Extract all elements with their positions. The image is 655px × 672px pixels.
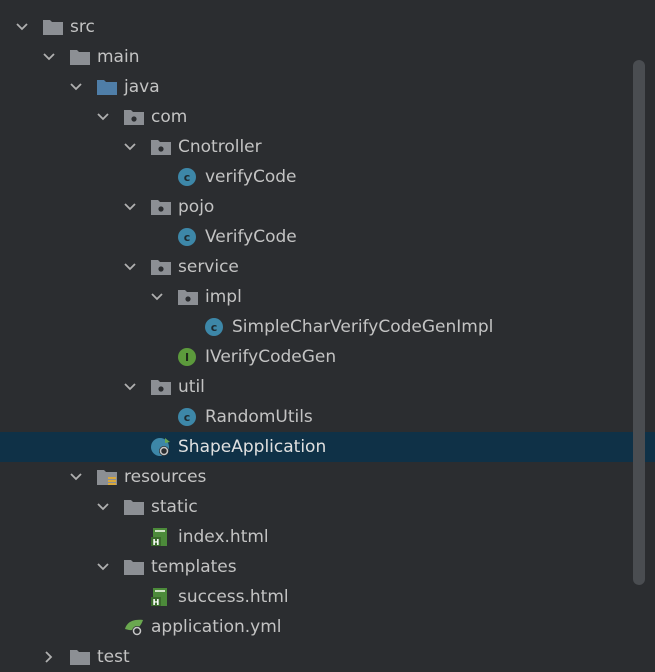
tree-node-label: util: [178, 377, 205, 397]
tree-node-label: java: [124, 77, 160, 97]
tree-node-pojo[interactable]: pojo: [0, 192, 655, 222]
tree-node-verifycode[interactable]: c VerifyCode: [0, 222, 655, 252]
resources-folder-icon: [96, 467, 118, 487]
class-icon: c: [177, 227, 199, 247]
tree-node-shapeapplication[interactable]: ShapeApplication: [0, 432, 655, 462]
chevron-right-icon[interactable]: [41, 649, 57, 665]
spring-config-icon: [123, 617, 145, 637]
tree-node-test[interactable]: test: [0, 642, 655, 672]
chevron-down-icon[interactable]: [122, 379, 138, 395]
svg-text:c: c: [184, 231, 191, 244]
chevron-down-icon[interactable]: [95, 559, 111, 575]
chevron-down-icon[interactable]: [122, 199, 138, 215]
tree-node-label: success.html: [178, 587, 289, 607]
package-icon: [123, 107, 145, 127]
tree-node-java[interactable]: java: [0, 72, 655, 102]
tree-node-impl[interactable]: impl: [0, 282, 655, 312]
svg-text:c: c: [211, 321, 218, 334]
tree-node-verifycode[interactable]: c verifyCode: [0, 162, 655, 192]
tree-node-static[interactable]: static: [0, 492, 655, 522]
folder-icon: [42, 17, 64, 37]
package-icon: [177, 287, 199, 307]
tree-node-application-yml[interactable]: application.yml: [0, 612, 655, 642]
chevron-down-icon[interactable]: [41, 49, 57, 65]
tree-node-label: verifyCode: [205, 167, 297, 187]
tree-node-label: com: [151, 107, 188, 127]
chevron-down-icon[interactable]: [68, 469, 84, 485]
tree-node-label: service: [178, 257, 239, 277]
tree-node-label: IVerifyCodeGen: [205, 347, 337, 367]
tree-node-com[interactable]: com: [0, 102, 655, 132]
tree-node-service[interactable]: service: [0, 252, 655, 282]
scrollbar-thumb[interactable]: [633, 60, 645, 585]
spring-boot-class-icon: [150, 437, 172, 457]
source-folder-icon: [96, 77, 118, 97]
svg-text:H: H: [153, 538, 160, 547]
tree-node-simplecharverifycodegenimpl[interactable]: c SimpleCharVerifyCodeGenImpl: [0, 312, 655, 342]
chevron-down-icon[interactable]: [95, 499, 111, 515]
tree-node-label: src: [70, 17, 95, 37]
tree-node-label: static: [151, 497, 198, 517]
svg-text:I: I: [185, 351, 189, 364]
tree-node-randomutils[interactable]: c RandomUtils: [0, 402, 655, 432]
tree-node-label: index.html: [178, 527, 269, 547]
tree-node-label: application.yml: [151, 617, 282, 637]
tree-node-label: ShapeApplication: [178, 437, 327, 457]
folder-icon: [123, 557, 145, 577]
chevron-down-icon[interactable]: [68, 79, 84, 95]
folder-icon: [123, 497, 145, 517]
html-file-icon: H: [150, 527, 172, 547]
svg-text:c: c: [184, 171, 191, 184]
tree-node-label: RandomUtils: [205, 407, 313, 427]
tree-node-resources[interactable]: resources: [0, 462, 655, 492]
package-icon: [150, 137, 172, 157]
tree-node-label: impl: [205, 287, 242, 307]
class-icon: c: [177, 167, 199, 187]
tree-node-util[interactable]: util: [0, 372, 655, 402]
chevron-down-icon[interactable]: [95, 109, 111, 125]
html-file-icon: H: [150, 587, 172, 607]
class-icon: c: [177, 407, 199, 427]
package-icon: [150, 197, 172, 217]
vertical-scrollbar[interactable]: [633, 60, 645, 585]
tree-node-label: pojo: [178, 197, 215, 217]
tree-node-label: test: [97, 647, 130, 667]
package-icon: [150, 377, 172, 397]
tree-node-src[interactable]: src: [0, 12, 655, 42]
tree-node-label: resources: [124, 467, 207, 487]
svg-text:c: c: [184, 411, 191, 424]
interface-icon: I: [177, 347, 199, 367]
tree-node-main[interactable]: main: [0, 42, 655, 72]
folder-icon: [69, 47, 91, 67]
tree-node-templates[interactable]: templates: [0, 552, 655, 582]
tree-node-iverifycodegen[interactable]: I IVerifyCodeGen: [0, 342, 655, 372]
svg-text:H: H: [153, 598, 160, 607]
chevron-down-icon[interactable]: [122, 139, 138, 155]
folder-icon: [69, 647, 91, 667]
chevron-down-icon[interactable]: [14, 19, 30, 35]
class-icon: c: [204, 317, 226, 337]
chevron-down-icon[interactable]: [149, 289, 165, 305]
package-icon: [150, 257, 172, 277]
tree-node-label: templates: [151, 557, 237, 577]
tree-node-label: main: [97, 47, 140, 67]
tree-node-label: VerifyCode: [205, 227, 297, 247]
tree-node-label: Cnotroller: [178, 137, 262, 157]
tree-node-label: SimpleCharVerifyCodeGenImpl: [232, 317, 494, 337]
tree-node-cnotroller[interactable]: Cnotroller: [0, 132, 655, 162]
chevron-down-icon[interactable]: [122, 259, 138, 275]
